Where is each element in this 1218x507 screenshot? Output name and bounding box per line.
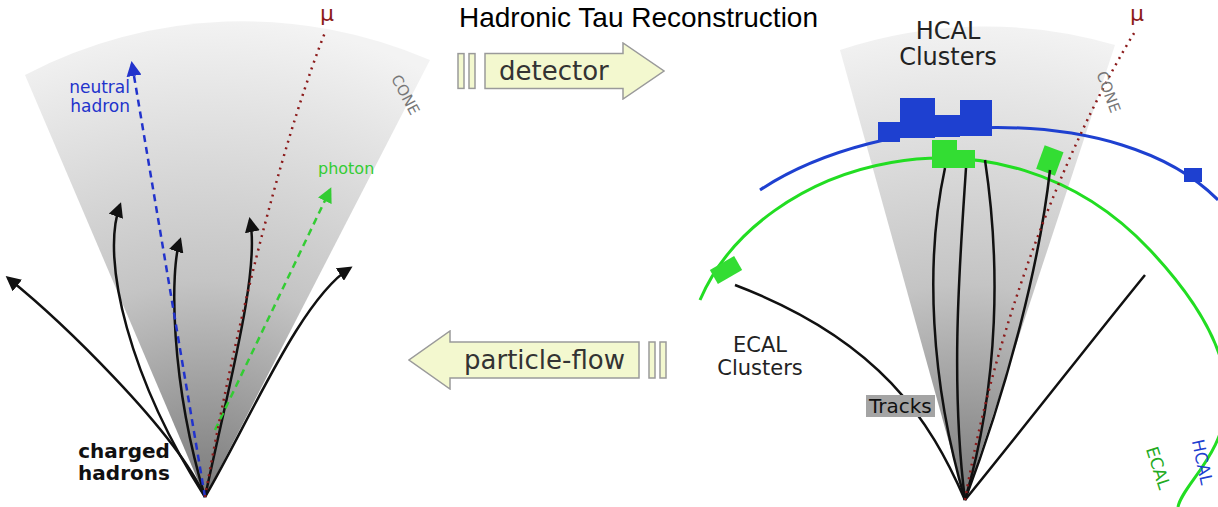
hcal-clusters (878, 98, 1202, 182)
particle-flow-arrow: particle-flow (408, 330, 669, 390)
charged-tracks (8, 205, 350, 497)
neutral-hadron-line (132, 64, 205, 497)
cluster-label: HCAL Clusters (878, 18, 1018, 71)
particle-label: photon (318, 160, 374, 178)
particle-label: charged hadrons (68, 440, 180, 484)
particle-label: neutral hadron (54, 78, 130, 115)
tracks-label: Tracks (866, 395, 935, 417)
muon-label: μ (1130, 2, 1144, 26)
muon-line (965, 30, 1136, 500)
muon-line (205, 30, 326, 497)
photon-line (215, 190, 330, 430)
arrow-label: particle-flow (464, 345, 625, 375)
tracks (735, 160, 1145, 500)
muon-label: μ (320, 2, 334, 26)
cone (25, 21, 430, 497)
calorimeter-label: ECAL (1142, 444, 1173, 491)
ecal-clusters (710, 140, 1064, 284)
arrow-label: detector (499, 56, 609, 86)
ecal-arc (700, 158, 1218, 507)
cone (840, 26, 1115, 500)
title: Hadronic Tau Reconstruction (455, 2, 822, 34)
cluster-label: ECAL Clusters (700, 334, 820, 380)
detector-arrow: detector (455, 42, 665, 100)
